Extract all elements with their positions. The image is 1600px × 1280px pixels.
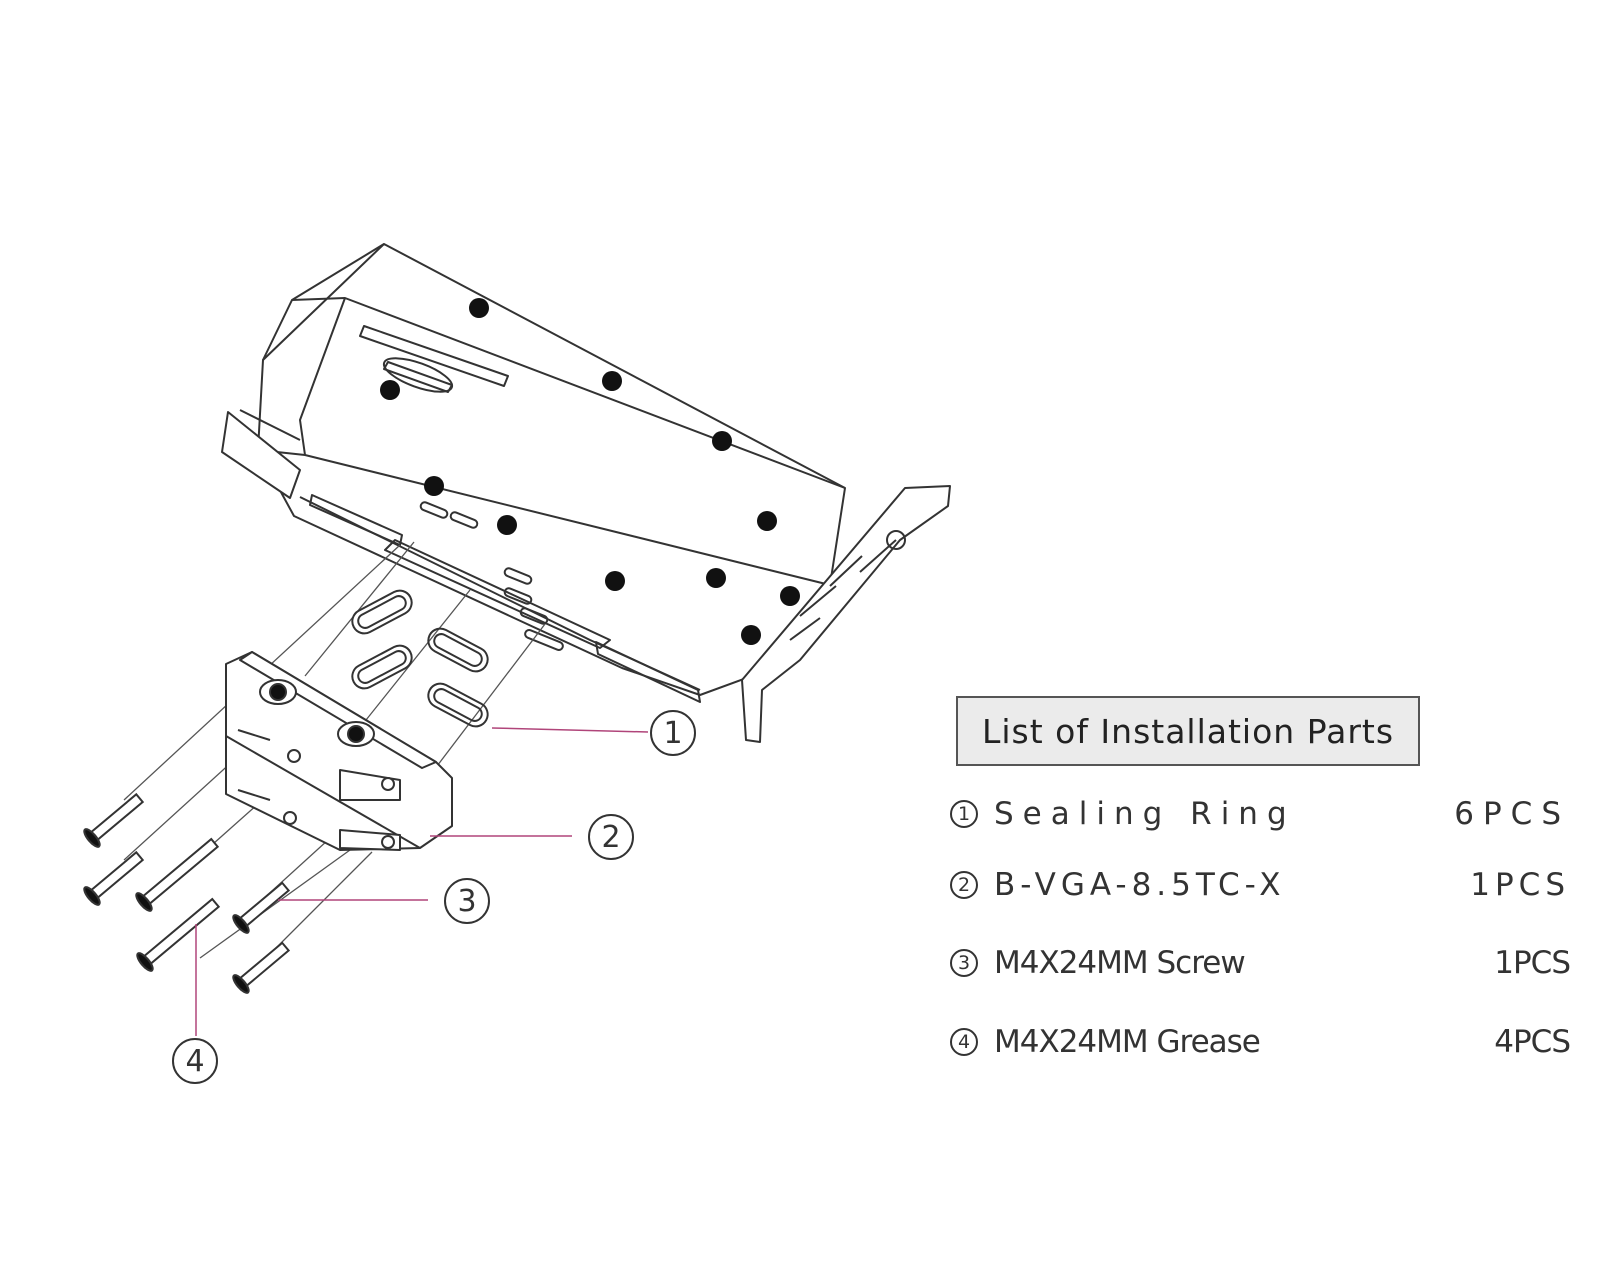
part-quantity: 6PCS [1454,796,1570,832]
callout-3: 3 [444,878,490,924]
card-screw-heads [380,298,800,645]
part-name: Sealing Ring [994,796,1296,832]
part-quantity: 1PCS [1494,945,1571,981]
part-number-badge: 4 [950,1028,978,1056]
callout-4: 4 [172,1038,218,1084]
part-row: 1 Sealing Ring 6PCS [950,796,1570,840]
part-row: 2 B-VGA-8.5TC-X 1PCS [950,867,1570,911]
callout-2: 2 [588,814,634,860]
callout-leaders [195,727,649,1036]
part-number-badge: 3 [950,949,978,977]
water-block-terminal-drawing [225,651,453,851]
part-name: B-VGA-8.5TC-X [994,867,1286,903]
part-quantity: 4PCS [1494,1024,1571,1060]
parts-list-title: List of Installation Parts [956,696,1420,766]
part-row: 3 M4X24MM Screw 1PCS [950,945,1571,989]
part-number-badge: 2 [950,871,978,899]
part-number-badge: 1 [950,800,978,828]
sealing-ring-icon [351,589,489,728]
part-quantity: 1PCS [1470,867,1570,903]
part-row: 4 M4X24MM Grease 4PCS [950,1024,1571,1068]
callout-1: 1 [650,710,696,756]
graphics-card-drawing [221,243,951,743]
part-name: M4X24MM Screw [994,945,1246,981]
part-name: M4X24MM Grease [994,1024,1261,1060]
screw-icon [83,792,291,994]
